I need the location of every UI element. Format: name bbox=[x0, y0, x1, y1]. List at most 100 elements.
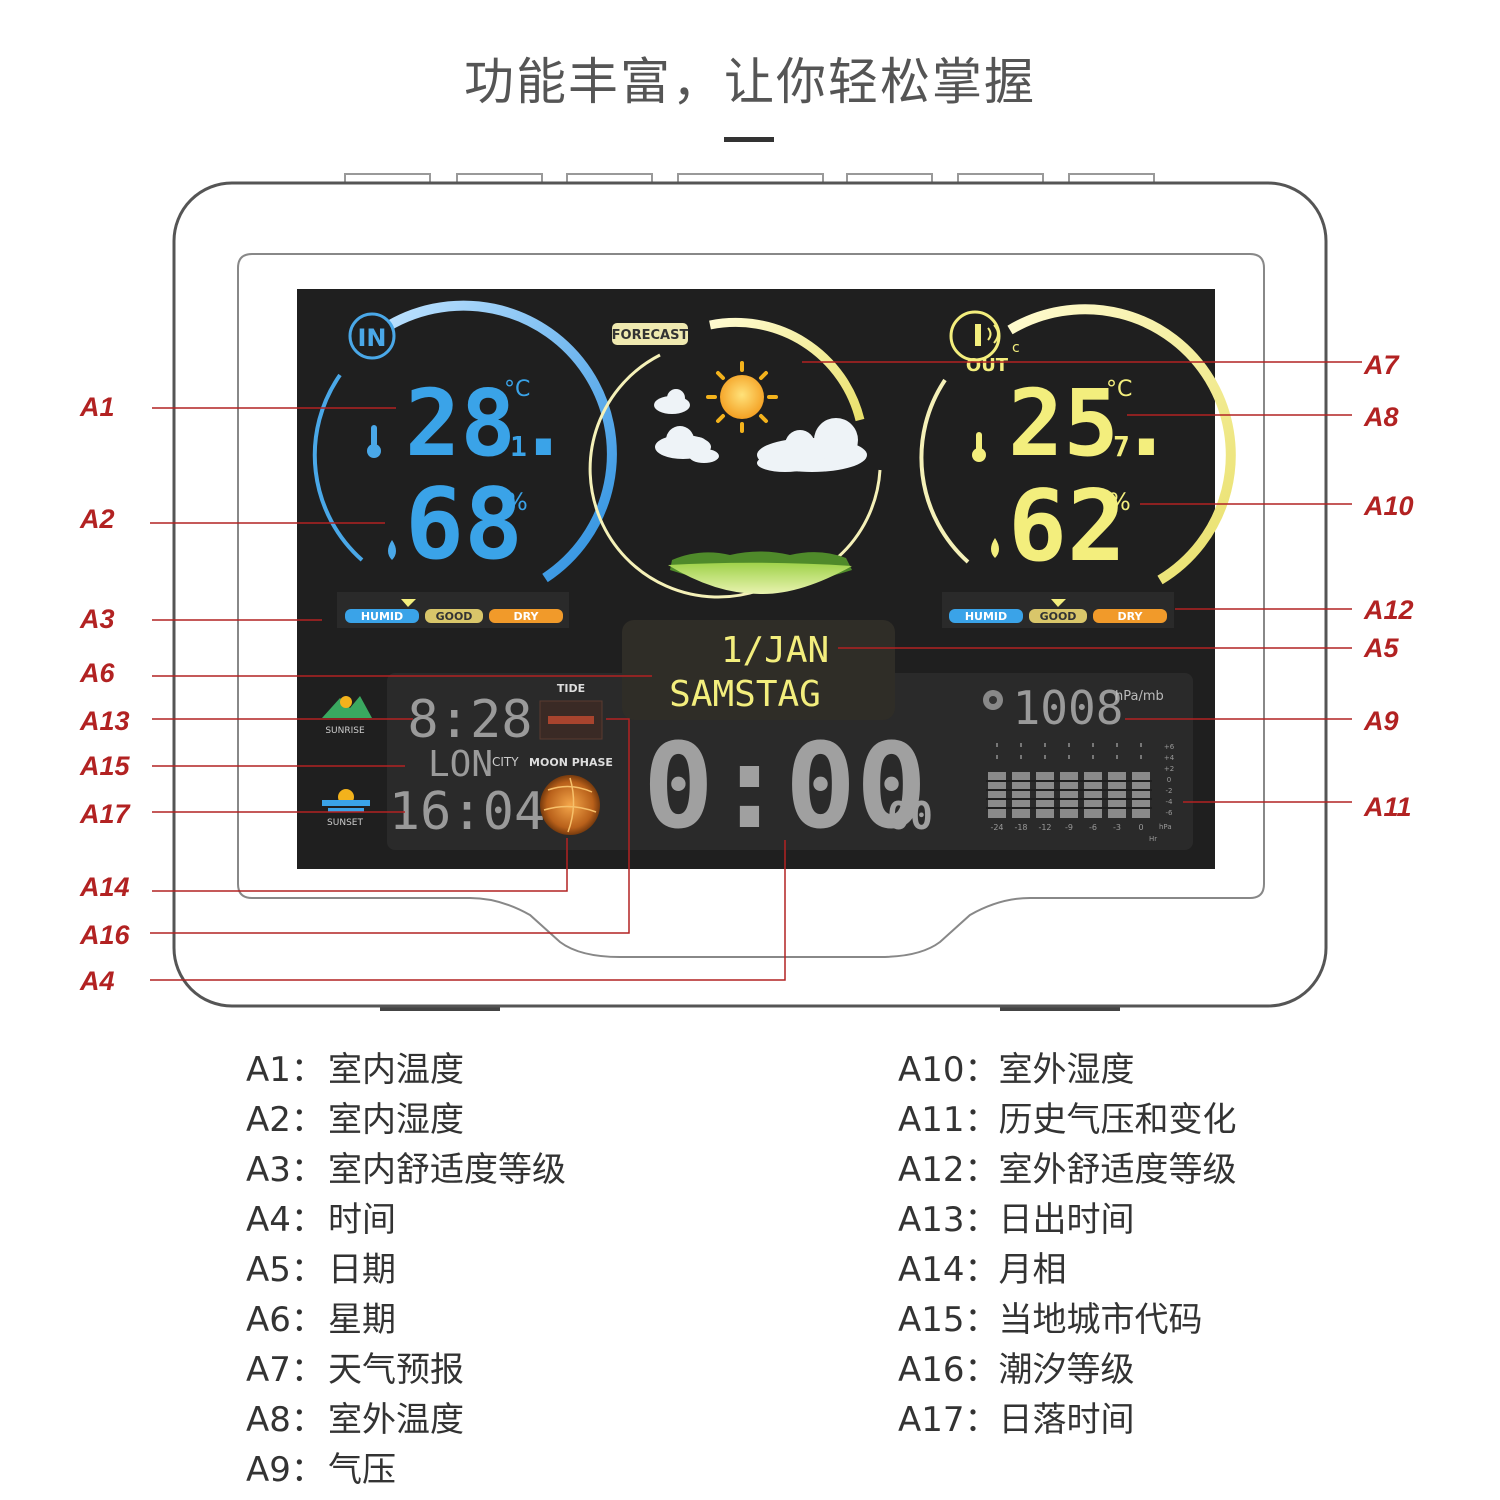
indoor-temperature-unit: °C bbox=[504, 377, 530, 402]
callout-line-a16 bbox=[150, 718, 630, 934]
tide-label: TIDE bbox=[557, 682, 585, 695]
legend-text: 室外温度 bbox=[328, 1400, 464, 1440]
legend-item: A1：室内温度 bbox=[246, 1045, 566, 1095]
city-label: CITY bbox=[492, 755, 519, 769]
forecast-label: FORECAST bbox=[612, 328, 689, 343]
indoor-comfort-scale: HUMID GOOD DRY bbox=[337, 592, 569, 628]
indoor-temperature-decimal: 1 bbox=[510, 430, 527, 463]
main-time-seconds: 00 bbox=[887, 794, 933, 838]
callout-line-a14 bbox=[152, 838, 568, 892]
legend-item: A13：日出时间 bbox=[898, 1195, 1237, 1245]
outdoor-arc bbox=[1007, 304, 1236, 585]
cloud-icon bbox=[654, 389, 867, 472]
outdoor-comfort-humid: HUMID bbox=[965, 610, 1007, 623]
pressure-x-tick: -12 bbox=[1038, 823, 1051, 832]
legend-text: 日出时间 bbox=[998, 1200, 1135, 1240]
outdoor-comfort-good: GOOD bbox=[1040, 610, 1077, 623]
legend-code: A5： bbox=[246, 1250, 325, 1290]
pressure-y-tick: -6 bbox=[1166, 809, 1174, 817]
callout-a17: A17 bbox=[79, 799, 132, 829]
indoor-badge bbox=[348, 312, 396, 360]
tide-level-bar bbox=[548, 716, 594, 724]
legend-text: 星期 bbox=[328, 1300, 396, 1340]
title-underline bbox=[724, 137, 774, 142]
legend-text: 日期 bbox=[328, 1250, 396, 1290]
callout-a9: A9 bbox=[1363, 706, 1399, 736]
legend-code: A8： bbox=[246, 1400, 325, 1440]
legend-item: A10：室外湿度 bbox=[898, 1045, 1237, 1095]
legend-item: A9：气压 bbox=[246, 1445, 566, 1495]
outdoor-temperature-unit: °C bbox=[1106, 377, 1132, 402]
legend-text: 时间 bbox=[328, 1200, 396, 1240]
pressure-x-tick: -24 bbox=[990, 823, 1003, 832]
device-top-buttons bbox=[344, 173, 1155, 185]
outdoor-humidity-unit: % bbox=[1108, 488, 1131, 516]
legend-text: 日落时间 bbox=[998, 1400, 1135, 1440]
legend-code: A15： bbox=[898, 1300, 999, 1340]
legend-text: 当地城市代码 bbox=[998, 1300, 1203, 1340]
legend-code: A14： bbox=[898, 1250, 999, 1290]
sunset-time: 16:04 bbox=[389, 782, 546, 842]
pressure-value: 1008 bbox=[1013, 681, 1124, 735]
legend-text: 室内湿度 bbox=[328, 1100, 464, 1140]
pressure-history-grid bbox=[986, 780, 1152, 809]
indoor-temperature: 28. bbox=[405, 370, 571, 477]
legend-code: A4： bbox=[246, 1200, 325, 1240]
pressure-y-tick: 0 bbox=[1167, 776, 1171, 784]
pressure-axis-hr: Hr bbox=[1149, 835, 1157, 843]
legend-item: A6：星期 bbox=[246, 1295, 566, 1345]
pressure-x-tick: -6 bbox=[1089, 823, 1097, 832]
legend-text: 历史气压和变化 bbox=[998, 1100, 1237, 1140]
legend-code: A6： bbox=[246, 1300, 325, 1340]
forecast-badge bbox=[612, 323, 688, 345]
indoor-humidity-unit: % bbox=[505, 488, 528, 516]
pressure-y-tick: +2 bbox=[1164, 765, 1174, 773]
weekday-display: SAMSTAG bbox=[669, 674, 821, 715]
pressure-history-bars bbox=[988, 772, 1150, 818]
pressure-y-tick: +4 bbox=[1164, 754, 1175, 762]
callout-a6: A6 bbox=[79, 658, 115, 688]
legend-text: 室内温度 bbox=[328, 1050, 464, 1090]
legend-item: A3：室内舒适度等级 bbox=[246, 1145, 566, 1195]
legend-text: 室内舒适度等级 bbox=[328, 1150, 566, 1190]
indoor-arc bbox=[379, 300, 617, 583]
date-display: 1/JAN bbox=[721, 630, 829, 671]
droplet-icon bbox=[991, 538, 999, 558]
legend-code: A12： bbox=[898, 1150, 999, 1190]
pressure-y-tick: -2 bbox=[1166, 787, 1173, 795]
callout-a15: A15 bbox=[79, 751, 131, 781]
legend-code: A1： bbox=[246, 1050, 325, 1090]
sunrise-icon bbox=[322, 696, 372, 718]
callout-a13: A13 bbox=[79, 706, 130, 736]
outdoor-comfort-scale: HUMID GOOD DRY bbox=[942, 592, 1174, 628]
pressure-y-tick: +6 bbox=[1164, 743, 1175, 751]
weather-station-diagram: IN 28. 1 °C 68 % HUMID GOOD DRY FORECAST bbox=[79, 173, 1414, 1011]
sunrise-time: 8:28 bbox=[407, 690, 532, 750]
legend-code: A7： bbox=[246, 1350, 325, 1390]
legend-item: A2：室内湿度 bbox=[246, 1095, 566, 1145]
pressure-history-dots bbox=[996, 743, 1142, 759]
callout-lines bbox=[150, 361, 1362, 981]
legend-code: A3： bbox=[246, 1150, 325, 1190]
callout-a12: A12 bbox=[1363, 595, 1414, 625]
callout-a7: A7 bbox=[1363, 350, 1400, 380]
city-code: LON bbox=[428, 744, 493, 785]
pressure-x-tick: 0 bbox=[1138, 823, 1143, 832]
page-title: 功能丰富，让你轻松掌握 bbox=[464, 53, 1036, 111]
outdoor-humidity: 62 bbox=[1008, 470, 1126, 584]
legend-item: A5：日期 bbox=[246, 1245, 566, 1295]
callout-a3: A3 bbox=[79, 604, 115, 634]
indoor-comfort-good: GOOD bbox=[436, 610, 473, 623]
legend-item: A8：室外温度 bbox=[246, 1395, 566, 1445]
legend-item: A4：时间 bbox=[246, 1195, 566, 1245]
legend-text: 室外舒适度等级 bbox=[998, 1150, 1237, 1190]
legend-item: A7：天气预报 bbox=[246, 1345, 566, 1395]
callout-a1: A1 bbox=[79, 392, 115, 422]
thermometer-icon bbox=[972, 432, 986, 462]
callout-a8: A8 bbox=[1363, 402, 1399, 432]
legend-text: 潮汐等级 bbox=[998, 1350, 1135, 1390]
pressure-x-tick: -18 bbox=[1014, 823, 1027, 832]
